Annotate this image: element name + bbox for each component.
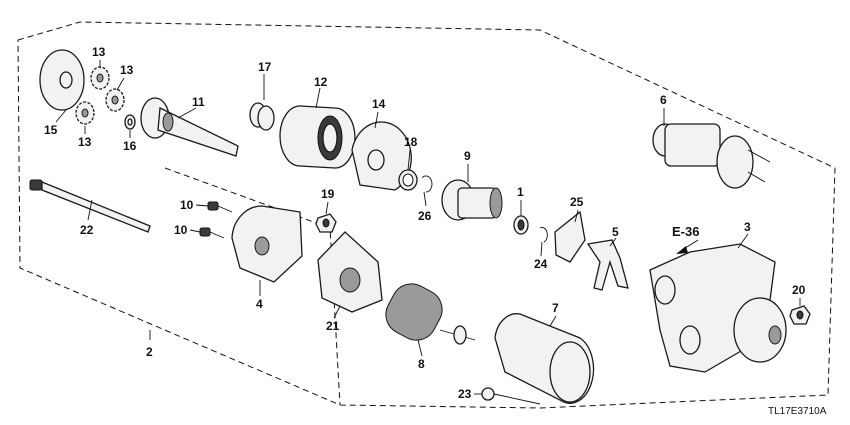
callout-10a: 10 xyxy=(180,198,194,212)
callout-7: 7 xyxy=(552,301,559,315)
callout-16: 16 xyxy=(123,139,137,153)
callout-14: 14 xyxy=(372,97,386,111)
planetary-gear-13b xyxy=(105,88,125,112)
planetary-shaft-11 xyxy=(140,97,239,157)
callout-17: 17 xyxy=(258,60,272,74)
callout-18: 18 xyxy=(404,135,418,149)
callout-3: 3 xyxy=(744,220,751,234)
callout-4: 4 xyxy=(256,297,263,311)
callout-1: 1 xyxy=(517,185,524,199)
nut-20 xyxy=(789,305,811,325)
bolt-23 xyxy=(481,387,541,405)
callout-6: 6 xyxy=(660,93,667,107)
armature-8 xyxy=(385,283,476,345)
callout-15: 15 xyxy=(44,123,58,137)
nut-19 xyxy=(315,213,337,233)
overrunning-clutch-9 xyxy=(441,179,503,221)
callout-13c: 13 xyxy=(78,135,92,149)
callout-5: 5 xyxy=(612,225,619,239)
leader-lines xyxy=(55,60,801,395)
callout-2: 2 xyxy=(146,345,153,359)
gear-plate-14 xyxy=(351,121,412,191)
callout-12: 12 xyxy=(314,75,328,89)
callout-13b: 13 xyxy=(120,63,134,77)
screw-10a xyxy=(207,201,233,213)
callout-8: 8 xyxy=(418,357,425,371)
ring-18 xyxy=(398,169,418,191)
reference-arrow xyxy=(676,239,699,254)
callout-23: 23 xyxy=(458,387,472,401)
callout-11: 11 xyxy=(192,95,205,109)
lever-holder-25 xyxy=(554,210,586,263)
callout-24: 24 xyxy=(534,257,548,271)
washer-15 xyxy=(39,49,85,111)
brush-holder-21 xyxy=(317,231,383,313)
callout-20: 20 xyxy=(792,283,806,297)
shift-lever-5 xyxy=(586,239,629,291)
solenoid-6 xyxy=(652,123,771,189)
rear-cover-4 xyxy=(231,205,303,283)
clip-24 xyxy=(539,227,548,243)
screw-10b xyxy=(199,227,225,239)
callout-13a: 13 xyxy=(92,45,106,59)
nose-housing-3 xyxy=(649,243,787,373)
callout-19: 19 xyxy=(321,187,335,201)
clip-26 xyxy=(421,175,433,193)
callout-9: 9 xyxy=(464,149,471,163)
bearing-1 xyxy=(513,215,529,235)
planetary-gear-13c xyxy=(75,101,95,125)
callout-25: 25 xyxy=(570,195,584,209)
callout-10b: 10 xyxy=(174,223,188,237)
callout-labels: 1 2 3 4 5 6 7 8 9 10 10 11 12 13 13 13 1… xyxy=(44,45,806,401)
callout-21: 21 xyxy=(326,319,340,333)
callout-26: 26 xyxy=(418,209,432,223)
callout-22: 22 xyxy=(80,223,94,237)
reference-label-e36: E-36 xyxy=(672,224,699,239)
diagram-code: TL17E3710A xyxy=(768,406,827,417)
planetary-gear-13a xyxy=(90,66,110,90)
internal-gear-12 xyxy=(279,105,356,169)
through-bolt-22 xyxy=(29,179,151,233)
yoke-7 xyxy=(494,313,595,404)
seal-17 xyxy=(249,102,275,131)
washer-16 xyxy=(124,114,136,130)
